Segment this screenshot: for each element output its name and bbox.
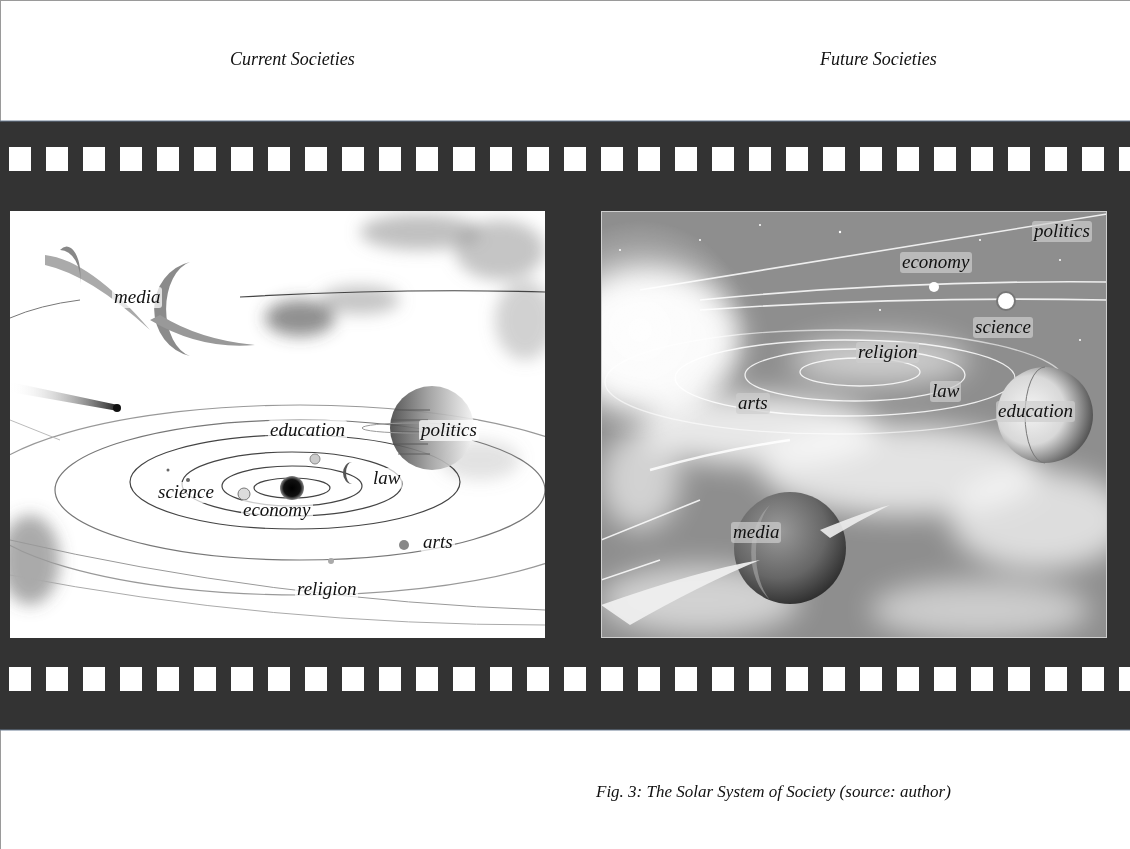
planet-label: arts (736, 393, 770, 414)
planet-label: arts (421, 532, 455, 553)
figure-caption: Fig. 3: The Solar System of Society (sou… (594, 783, 953, 802)
planet-label: religion (856, 342, 919, 363)
planet-label: media (112, 287, 162, 308)
planet-label: science (156, 482, 216, 503)
planet-label: education (996, 401, 1075, 422)
planet-label: economy (241, 500, 313, 521)
planet-label: politics (1032, 221, 1092, 242)
panel-heading: Future Societies (818, 50, 939, 70)
planet-label: science (973, 317, 1033, 338)
panel-heading: Current Societies (228, 50, 357, 70)
planet-label: economy (900, 252, 972, 273)
planet-label: law (371, 468, 402, 489)
planet-label: media (731, 522, 781, 543)
planet-label: politics (419, 420, 479, 441)
planet-label: law (930, 381, 961, 402)
planet-label: education (268, 420, 347, 441)
planet-label: religion (295, 579, 358, 600)
